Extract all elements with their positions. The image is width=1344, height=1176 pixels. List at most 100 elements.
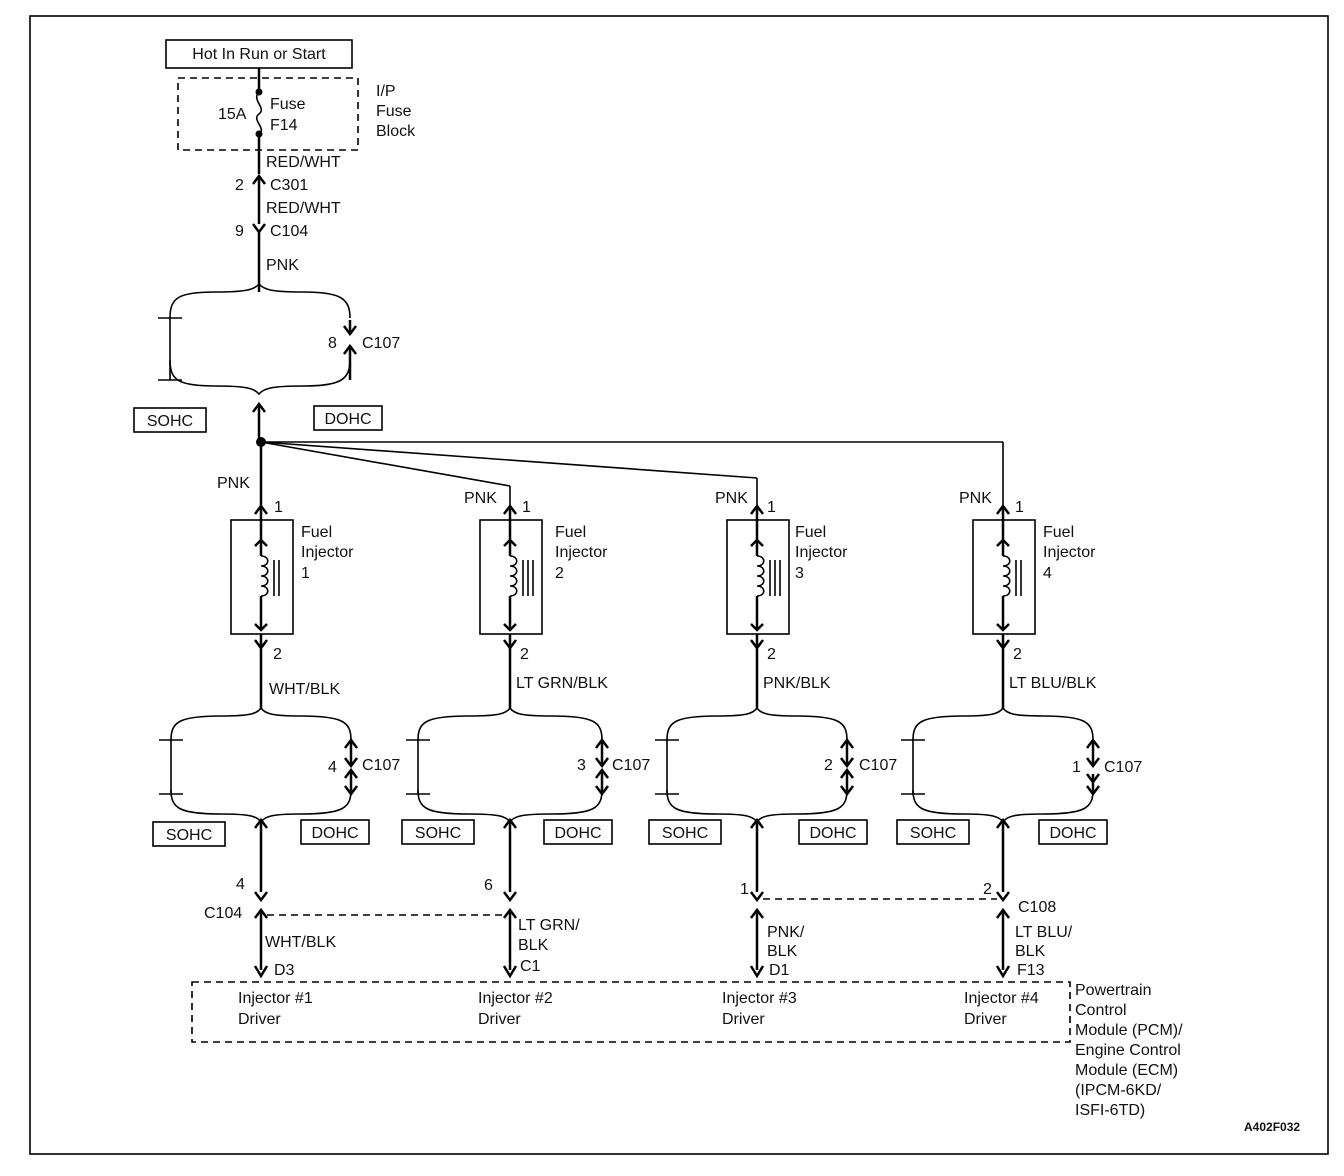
c107-2-pin: 3	[577, 757, 586, 774]
pcm-1-terminal: D3	[274, 962, 295, 979]
injector-4-pin-bottom: 2	[1013, 646, 1022, 663]
c107-1-pin: 4	[328, 759, 337, 776]
injector-1-pin-bottom: 2	[273, 646, 282, 663]
injector-1-feed-color: PNK	[217, 475, 250, 492]
sohc-label-2: SOHC	[415, 825, 461, 842]
injector-4-number: 4	[1043, 565, 1052, 582]
pcm-module-box	[191, 981, 1071, 1043]
pcm-3-wire-color-2: BLK	[767, 943, 798, 960]
top-variant-brace: 8 C107 SOHC DOHC	[133, 282, 400, 442]
pcm-4-pin: 2	[983, 881, 992, 898]
dohc-label-1: DOHC	[311, 825, 358, 842]
driver-3-line1: Injector #3	[722, 990, 797, 1007]
driver-1-line1: Injector #1	[238, 990, 313, 1007]
fuse-icon	[255, 91, 263, 135]
injector-3-number: 3	[795, 565, 804, 582]
sohc-box-4	[896, 819, 970, 845]
dohc-label-2: DOHC	[554, 825, 601, 842]
injector-column-2: PNK 1 Fuel Injector 2 2 LT GRN/BLK	[464, 490, 608, 708]
injector-3-out-color: PNK/BLK	[763, 675, 831, 692]
driver-2-line2: Driver	[478, 1011, 521, 1028]
injector-1-pin-top: 1	[274, 499, 283, 516]
injector-2-coil-icon	[509, 555, 518, 597]
figure-id: A402F032	[1244, 1120, 1300, 1134]
injector-3-coil-icon	[756, 555, 765, 597]
fuse-block-line2: Fuse	[376, 103, 412, 120]
wire-color-pnk-supply: PNK	[266, 257, 299, 274]
fuse-name-line2: F14	[270, 117, 298, 134]
fuse-name-line1: Fuse	[270, 96, 306, 113]
supply-wiring: RED/WHT 2 C301 RED/WHT 9 C104 PNK	[235, 134, 341, 292]
driver-1-line2: Driver	[238, 1011, 281, 1028]
module-name-line6: (IPCM-6KD/	[1075, 1082, 1162, 1099]
injector-4-name-line2: Injector	[1043, 544, 1096, 561]
pcm-1-pin: 4	[236, 876, 245, 893]
injector-1-out-color: WHT/BLK	[269, 681, 340, 698]
pcm-2-wire-color-2: BLK	[518, 937, 549, 954]
c104-name: C104	[270, 223, 308, 240]
injector-2-pin-top: 1	[522, 499, 531, 516]
dohc-box-2	[543, 819, 613, 845]
driver-4-line2: Driver	[964, 1011, 1007, 1028]
injector-column-4: PNK 1 Fuel Injector 4 2 LT BLU/BLK	[959, 490, 1097, 708]
injector-column-3: PNK 1 Fuel Injector 3 2 PNK/BLK	[715, 490, 848, 708]
fuse-block-line1: I/P	[376, 83, 396, 100]
pcm-1-connector: C104	[204, 905, 242, 922]
fuse-rating: 15A	[218, 106, 247, 123]
dohc-box-4	[1038, 819, 1108, 845]
injector-1-coil-icon	[260, 555, 269, 597]
pcm-4-connector: C108	[1018, 899, 1056, 916]
module-name-line1: Powertrain	[1075, 982, 1151, 999]
c107-3-name: C107	[859, 757, 897, 774]
pcm-feed-wires: 4 C104 WHT/BLK D3 6 LT GRN/ BLK C1 1 PNK…	[204, 822, 1073, 979]
c104-connector-icon	[252, 223, 266, 235]
pcm-3-wire-color-1: PNK/	[767, 924, 805, 941]
injector-3-name-line1: Fuel	[795, 524, 826, 541]
sohc-label-1: SOHC	[166, 827, 212, 844]
pcm-1-wire-color: WHT/BLK	[265, 934, 336, 951]
lower-variant-brace-1: 4 C107 SOHC DOHC	[152, 706, 400, 847]
c107-2-name: C107	[612, 757, 650, 774]
pcm-4-wire-color-1: LT BLU/	[1015, 924, 1073, 941]
lower-variant-brace-4: 1 C107 SOHC DOHC	[896, 706, 1142, 845]
lower-variant-brace-2: 3 C107 SOHC DOHC	[401, 706, 650, 845]
c301-name: C301	[270, 177, 308, 194]
module-name-line4: Engine Control	[1075, 1042, 1181, 1059]
injector-4-name-line1: Fuel	[1043, 524, 1074, 541]
injector-column-1: PNK 1 Fuel Injector 1 2 WHT/BLK	[217, 475, 354, 708]
injector-2-name-line1: Fuel	[555, 524, 586, 541]
injector-1-name-line2: Injector	[301, 544, 354, 561]
driver-4-line1: Injector #4	[964, 990, 1039, 1007]
pcm-3-terminal: D1	[769, 962, 790, 979]
pnk-distribution	[256, 437, 1004, 506]
injector-2-feed-color: PNK	[464, 490, 497, 507]
fuse-block-box	[177, 77, 359, 151]
fuse-block-line3: Block	[376, 123, 416, 140]
injector-2-number: 2	[555, 565, 564, 582]
sohc-box-2	[401, 819, 475, 845]
sohc-label-3: SOHC	[662, 825, 708, 842]
wire-color-red-wht-a: RED/WHT	[266, 154, 341, 171]
c301-pin: 2	[235, 177, 244, 194]
injector-3-name-line2: Injector	[795, 544, 848, 561]
pcm-2-terminal: C1	[520, 958, 541, 975]
injector-4-out-color: LT BLU/BLK	[1009, 675, 1097, 692]
dohc-label-top: DOHC	[324, 411, 371, 428]
dohc-box-1	[300, 819, 370, 845]
sohc-box-3	[648, 819, 722, 845]
c107-4-name: C107	[1104, 759, 1142, 776]
c301-connector-icon	[252, 173, 266, 185]
c107-top-name: C107	[362, 335, 400, 352]
hot-in-run-label: Hot In Run or Start	[192, 46, 326, 63]
c107-1-name: C107	[362, 757, 400, 774]
power-source: Hot In Run or Start 15A Fuse F14 I/P Fus…	[165, 39, 416, 151]
sohc-box-top	[133, 407, 207, 433]
injector-1-name-line1: Fuel	[301, 524, 332, 541]
injector-4-feed-color: PNK	[959, 490, 992, 507]
dohc-box-3	[798, 819, 868, 845]
injector-1-number: 1	[301, 565, 310, 582]
module-name-line3: Module (PCM)/	[1075, 1022, 1183, 1039]
dohc-label-4: DOHC	[1049, 825, 1096, 842]
pcm-4-wire-color-2: BLK	[1015, 943, 1046, 960]
